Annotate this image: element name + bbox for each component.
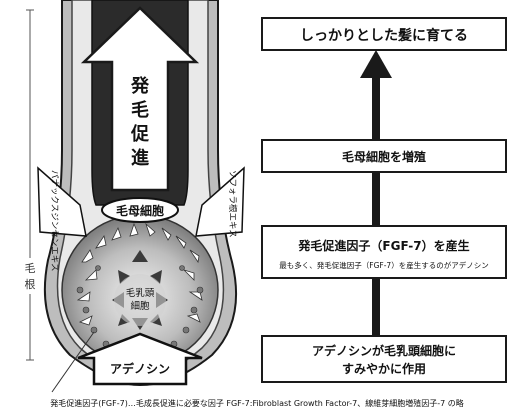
box-matrix-growth xyxy=(261,139,507,173)
progress-arrow-head xyxy=(360,50,392,78)
box-matrix-growth-text: 毛母細胞を増殖 xyxy=(342,149,426,164)
fan-arrows xyxy=(76,222,203,326)
hair-matrix-ellipse xyxy=(101,197,179,223)
sophora-label: ソフォラ根エキス xyxy=(227,170,238,238)
panax-label: パナックスジンセンエキス xyxy=(49,170,59,272)
box-strong-hair xyxy=(261,17,507,51)
box-adenosine-line1: アデノシンが毛乳頭細胞に xyxy=(312,343,456,358)
box-fgf7-sub: 最も多く、発毛促進因子（FGF-7）を産生するのがアデノシン xyxy=(279,260,488,270)
growth-char-1: 発 xyxy=(130,75,150,97)
dermal-papilla xyxy=(114,274,166,326)
growth-char-3: 促 xyxy=(130,123,150,145)
sophora-callout xyxy=(195,166,245,237)
growth-char-2: 毛 xyxy=(131,99,149,121)
footnote-leader xyxy=(51,331,95,393)
papilla-label-1: 毛乳頭 xyxy=(126,287,155,299)
box-adenosine xyxy=(261,335,507,383)
box-fgf7-title: 発毛促進因子（FGF-7）を産生 xyxy=(297,238,469,253)
root-label-bg xyxy=(22,258,38,294)
papilla-label-2: 細胞 xyxy=(130,300,150,312)
footnote: 発毛促進因子(FGF-7)…毛成長促進に必要な因子 FGF-7:Fibrobla… xyxy=(50,398,464,408)
box-strong-hair-text: しっかりとした髪に育てる xyxy=(300,27,468,44)
hair-matrix-label: 毛母細胞 xyxy=(116,203,164,218)
box-adenosine-line2: すみやかに作用 xyxy=(342,361,426,376)
growth-char-4: 進 xyxy=(131,147,149,169)
hair-root-label-2: 根 xyxy=(25,277,36,291)
adenosine-arrow xyxy=(77,332,203,386)
box-fgf7 xyxy=(261,225,507,279)
panax-callout xyxy=(37,166,87,237)
hair-root-label-1: 毛 xyxy=(25,262,36,275)
hair-growth-arrow xyxy=(80,6,200,192)
adenosine-label: アデノシン xyxy=(110,361,170,376)
